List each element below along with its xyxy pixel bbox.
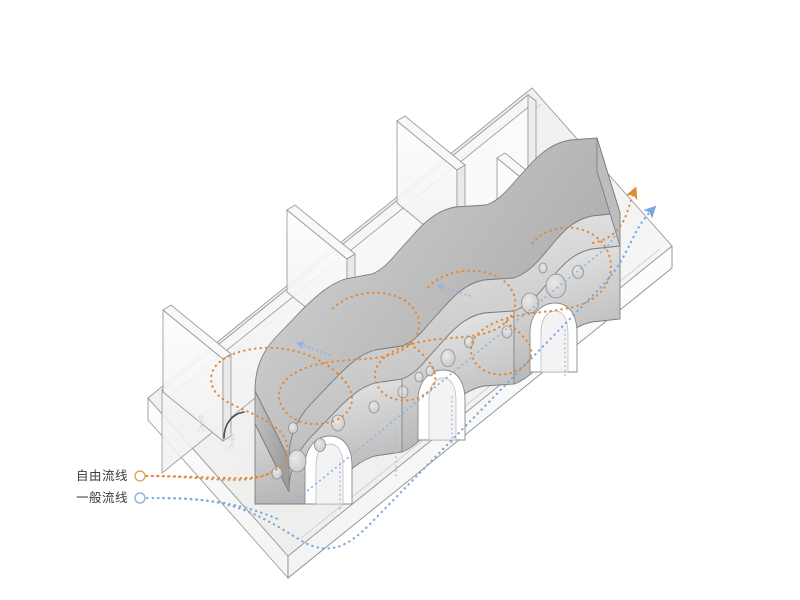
grey-hook-line <box>223 411 245 439</box>
free-flow-loop-3 <box>373 269 517 402</box>
hole <box>287 449 307 473</box>
general-flow-group <box>161 205 657 550</box>
free-flow-exit <box>591 186 638 245</box>
hole <box>501 325 513 339</box>
perforated-wall-mass <box>254 137 621 505</box>
hole <box>538 262 548 274</box>
hole <box>331 414 345 432</box>
arch-opening-2-inner <box>428 377 457 441</box>
free-flow-loop-1 <box>144 346 340 481</box>
hole <box>414 371 424 383</box>
legend-item-general-circulation[interactable]: 一般流线 <box>76 490 282 522</box>
legend: 自由流线 一般流线 <box>76 469 282 522</box>
arch-opening-1-inner <box>315 443 344 505</box>
hole <box>397 385 409 399</box>
hole <box>440 349 456 367</box>
legend-item-free-circulation[interactable]: 自由流线 <box>76 469 270 483</box>
legend-line-free <box>145 472 270 480</box>
partition-1-side <box>222 353 232 442</box>
hole <box>288 422 298 434</box>
free-flow-group <box>144 186 638 481</box>
legend-marker-general <box>134 492 146 504</box>
legend-marker-free <box>134 470 146 482</box>
free-flow-loop-4 <box>469 226 613 376</box>
legend-line-general <box>145 496 282 522</box>
hole <box>368 400 380 414</box>
general-flow-path <box>161 205 657 550</box>
legend-label-general: 一般流线 <box>76 490 128 505</box>
hole <box>314 438 326 452</box>
blue-arrow-upper <box>436 283 471 297</box>
partition-wall-1 <box>162 304 232 442</box>
legend-label-free: 自由流线 <box>76 469 128 483</box>
blue-arrow-mid <box>295 341 331 356</box>
arch-opening-3-inner <box>540 310 569 373</box>
mass-perforations <box>271 262 584 480</box>
hole <box>545 273 567 299</box>
mass-crease-lines <box>254 213 621 492</box>
blue-cross-lines <box>339 329 566 513</box>
